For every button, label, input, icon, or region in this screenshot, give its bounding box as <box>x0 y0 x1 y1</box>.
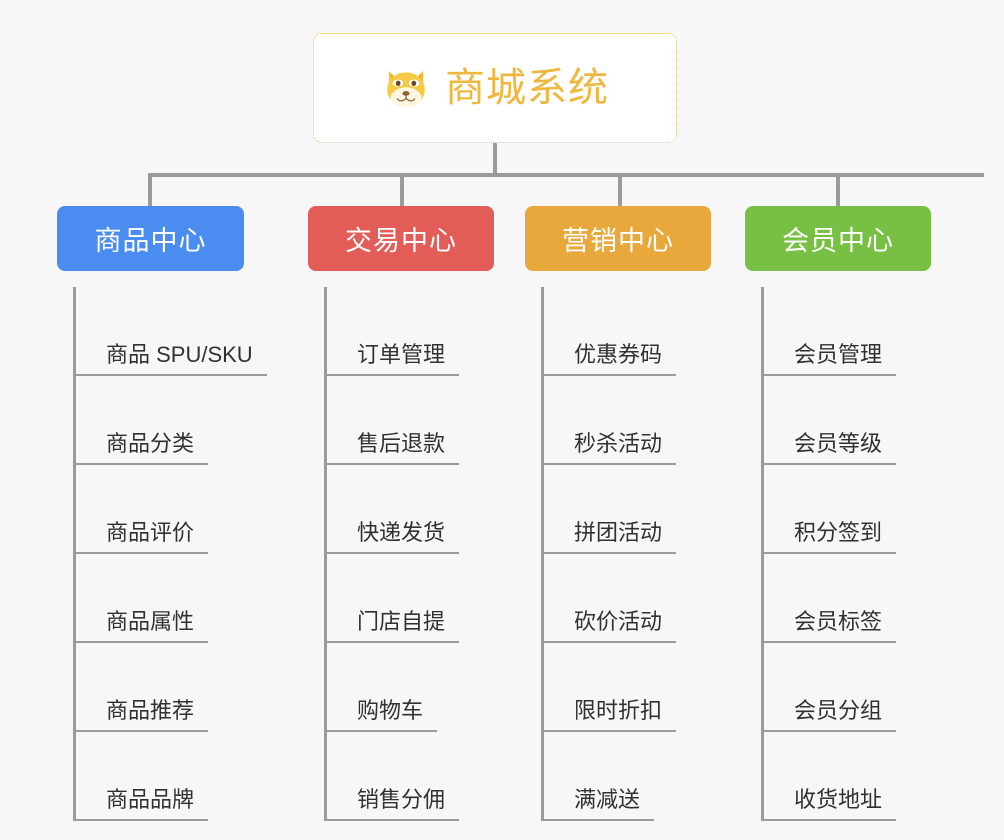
child-label: 砍价活动 <box>544 609 677 643</box>
child-list-trade: 订单管理 售后退款 快递发货 门店自提 购物车 销售分佣 <box>324 287 494 821</box>
list-item[interactable]: 门店自提 <box>327 554 494 643</box>
list-item[interactable]: 商品分类 <box>76 376 267 465</box>
category-header-trade[interactable]: 交易中心 <box>308 206 494 271</box>
category-header-label: 会员中心 <box>782 226 894 256</box>
child-label: 会员标签 <box>764 609 897 643</box>
connector-drop-4 <box>836 173 840 206</box>
connector-root-stem <box>493 143 497 176</box>
list-item[interactable]: 售后退款 <box>327 376 494 465</box>
connector-drop-1 <box>148 173 152 206</box>
category-header-label: 营销中心 <box>562 226 674 256</box>
list-item[interactable]: 满减送 <box>544 732 711 821</box>
child-label: 限时折扣 <box>544 698 677 732</box>
child-label: 会员分组 <box>764 698 897 732</box>
child-label: 商品推荐 <box>76 698 209 732</box>
list-item[interactable]: 限时折扣 <box>544 643 711 732</box>
connector-drop-2 <box>400 173 404 206</box>
child-label: 商品评价 <box>76 520 209 554</box>
child-label: 会员等级 <box>764 431 897 465</box>
list-item[interactable]: 订单管理 <box>327 287 494 376</box>
list-item[interactable]: 商品 SPU/SKU <box>76 287 267 376</box>
list-item[interactable]: 商品属性 <box>76 554 267 643</box>
child-label: 门店自提 <box>327 609 460 643</box>
list-item[interactable]: 会员管理 <box>764 287 931 376</box>
list-item[interactable]: 会员标签 <box>764 554 931 643</box>
child-list-member: 会员管理 会员等级 积分签到 会员标签 会员分组 收货地址 <box>761 287 931 821</box>
connector-drop-3 <box>618 173 622 206</box>
list-item[interactable]: 拼团活动 <box>544 465 711 554</box>
child-label: 秒杀活动 <box>544 431 677 465</box>
child-label: 收货地址 <box>764 787 897 821</box>
connector-horizontal-bus <box>148 173 984 177</box>
list-item[interactable]: 会员等级 <box>764 376 931 465</box>
child-label: 订单管理 <box>327 342 460 376</box>
list-item[interactable]: 销售分佣 <box>327 732 494 821</box>
category-header-product[interactable]: 商品中心 <box>57 206 244 271</box>
list-item[interactable]: 商品推荐 <box>76 643 267 732</box>
child-label: 积分签到 <box>764 520 897 554</box>
category-header-label: 商品中心 <box>94 226 207 256</box>
category-header-label: 交易中心 <box>345 226 457 256</box>
child-label: 销售分佣 <box>327 787 460 821</box>
category-header-marketing[interactable]: 营销中心 <box>525 206 711 271</box>
child-label: 售后退款 <box>327 431 460 465</box>
child-label: 商品属性 <box>76 609 209 643</box>
child-label: 优惠券码 <box>544 342 677 376</box>
child-label: 快递发货 <box>327 520 460 554</box>
list-item[interactable]: 购物车 <box>327 643 494 732</box>
category-header-member[interactable]: 会员中心 <box>745 206 931 271</box>
child-label: 商品分类 <box>76 431 209 465</box>
list-item[interactable]: 收货地址 <box>764 732 931 821</box>
list-item[interactable]: 会员分组 <box>764 643 931 732</box>
child-label: 商品 SPU/SKU <box>76 342 267 376</box>
root-title: 商城系统 <box>445 66 609 110</box>
child-label: 购物车 <box>327 698 438 732</box>
root-node[interactable]: 商城系统 <box>313 33 677 143</box>
child-list-product: 商品 SPU/SKU 商品分类 商品评价 商品属性 商品推荐 商品品牌 <box>73 287 267 821</box>
child-list-marketing: 优惠券码 秒杀活动 拼团活动 砍价活动 限时折扣 满减送 <box>541 287 711 821</box>
list-item[interactable]: 商品品牌 <box>76 732 267 821</box>
list-item[interactable]: 积分签到 <box>764 465 931 554</box>
child-label: 会员管理 <box>764 342 897 376</box>
child-label: 商品品牌 <box>76 787 209 821</box>
category-column-product: 商品中心 商品 SPU/SKU 商品分类 商品评价 商品属性 商品推荐 商品品牌 <box>57 206 267 837</box>
list-item[interactable]: 优惠券码 <box>544 287 711 376</box>
child-label: 满减送 <box>544 787 655 821</box>
category-column-trade: 交易中心 订单管理 售后退款 快递发货 门店自提 购物车 销售分佣 <box>308 206 494 837</box>
list-item[interactable]: 砍价活动 <box>544 554 711 643</box>
child-label: 拼团活动 <box>544 520 677 554</box>
shiba-dog-face-icon <box>387 70 425 107</box>
list-item[interactable]: 秒杀活动 <box>544 376 711 465</box>
list-item[interactable]: 商品评价 <box>76 465 267 554</box>
list-item[interactable]: 快递发货 <box>327 465 494 554</box>
category-column-member: 会员中心 会员管理 会员等级 积分签到 会员标签 会员分组 收货地址 <box>745 206 931 837</box>
category-column-marketing: 营销中心 优惠券码 秒杀活动 拼团活动 砍价活动 限时折扣 满减送 <box>525 206 711 837</box>
